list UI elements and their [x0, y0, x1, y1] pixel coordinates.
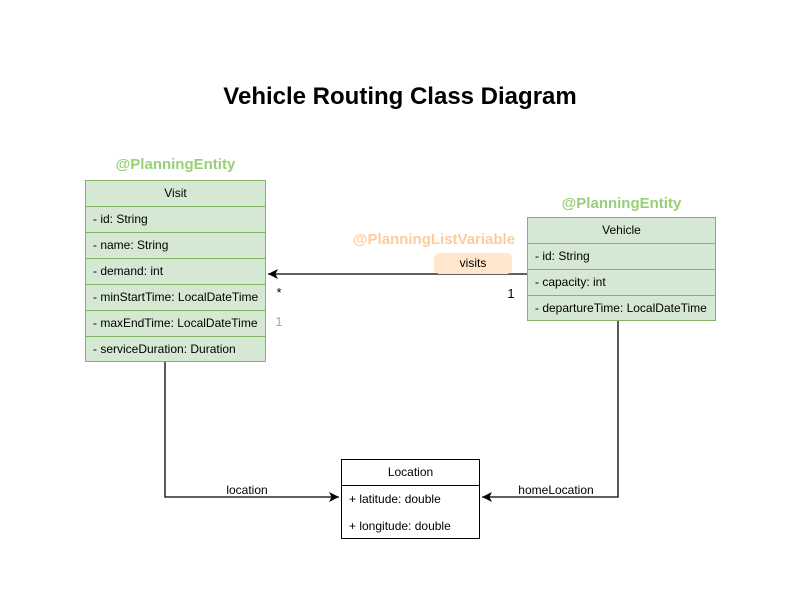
class-vehicle-name: Vehicle [528, 218, 715, 244]
vehicle-attr-id: - id: String [528, 244, 715, 270]
diagram-title: Vehicle Routing Class Diagram [223, 83, 577, 110]
location-attr-longitude: + longitude: double [349, 519, 451, 533]
visit-planning-entity-annotation: @PlanningEntity [115, 156, 236, 173]
visit-attr-minstarttime: - minStartTime: LocalDateTime [86, 285, 265, 311]
location-edge-label: location [226, 483, 268, 497]
multiplicity-one-faded: 1 [275, 314, 283, 329]
vehicle-attr-capacity: - capacity: int [528, 270, 715, 296]
vehicle-planning-entity-annotation: @PlanningEntity [561, 195, 682, 212]
visit-attr-id: - id: String [86, 207, 265, 233]
connector-visit-location [164, 362, 339, 502]
multiplicity-one-vehicle: 1 [507, 286, 515, 301]
class-visit-name: Visit [86, 181, 265, 207]
class-location: Location + latitude: double + longitude:… [341, 459, 480, 539]
multiplicity-star-visit: * [276, 285, 282, 300]
visit-attr-serviceduration: - serviceDuration: Duration [93, 342, 236, 356]
visit-attr-demand: - demand: int [86, 259, 265, 285]
class-vehicle: Vehicle - id: String - capacity: int - d… [527, 217, 716, 321]
planning-list-variable-annotation: @PlanningListVariable [352, 231, 516, 248]
visit-attr-maxendtime: - maxEndTime: LocalDateTime [86, 311, 265, 337]
visits-edge-label: visits [434, 253, 512, 274]
location-attr-latitude: + latitude: double [349, 492, 441, 506]
vehicle-attr-departuretime: - departureTime: LocalDateTime [535, 301, 707, 315]
connector-vehicle-homelocation [482, 321, 619, 502]
homelocation-edge-label: homeLocation [518, 483, 594, 497]
class-visit: Visit - id: String - name: String - dema… [85, 180, 266, 362]
visit-attr-name: - name: String [86, 233, 265, 259]
class-location-name: Location [342, 460, 479, 486]
